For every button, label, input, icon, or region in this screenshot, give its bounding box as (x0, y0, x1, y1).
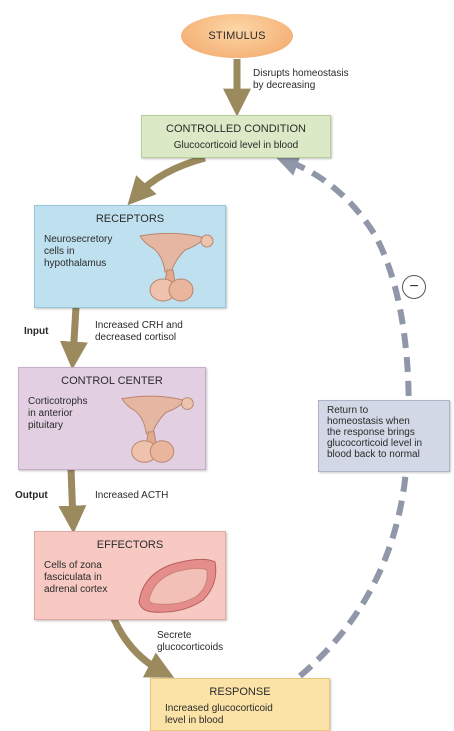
output-label: Output (15, 490, 48, 501)
negative-feedback-icon: − (402, 275, 426, 299)
output-text: Increased ACTH (95, 490, 168, 502)
receptors-text: Neurosecretory cells in hypothalamus (44, 234, 112, 270)
response-text: Increased glucocorticoid level in blood (165, 703, 273, 727)
stimulus-node: STIMULUS (181, 14, 293, 58)
receptors-box: RECEPTORS Neurosecretory cells in hypoth… (34, 205, 226, 308)
effectors-box: EFFECTORS Cells of zona fasciculata in a… (34, 531, 226, 620)
disrupts-label: Disrupts homeostasis by decreasing (253, 68, 349, 92)
negative-sign: − (409, 279, 418, 295)
arrow-output (71, 469, 73, 521)
pituitary-illustration (117, 388, 205, 468)
return-to-homeostasis-box: Return to homeostasis when the response … (318, 400, 450, 472)
effectors-text: Cells of zona fasciculata in adrenal cor… (44, 560, 107, 596)
control-center-title: CONTROL CENTER (19, 375, 205, 387)
hypothalamus-illustration (135, 226, 225, 306)
return-to-homeostasis-text: Return to homeostasis when the response … (327, 405, 422, 460)
response-title: RESPONSE (151, 686, 329, 698)
stimulus-label: STIMULUS (208, 30, 265, 42)
receptors-title: RECEPTORS (35, 213, 225, 225)
arrow-condition-to-receptors (136, 158, 205, 196)
arrow-input (73, 307, 76, 357)
secrete-label: Secrete glucocorticoids (157, 630, 223, 654)
control-center-box: CONTROL CENTER Corticotrophs in anterior… (18, 367, 206, 470)
controlled-condition-text: Glucocorticoid level in blood (142, 140, 330, 151)
control-center-text: Corticotrophs in anterior pituitary (28, 396, 87, 432)
input-label: Input (24, 326, 48, 337)
arrow-secrete (114, 619, 163, 672)
response-box: RESPONSE Increased glucocorticoid level … (150, 678, 330, 731)
controlled-condition-title: CONTROLLED CONDITION (142, 123, 330, 135)
effectors-title: EFFECTORS (35, 539, 225, 551)
adrenal-illustration (133, 554, 221, 616)
input-text: Increased CRH and decreased cortisol (95, 320, 183, 344)
controlled-condition-box: CONTROLLED CONDITION Glucocorticoid leve… (141, 115, 331, 158)
